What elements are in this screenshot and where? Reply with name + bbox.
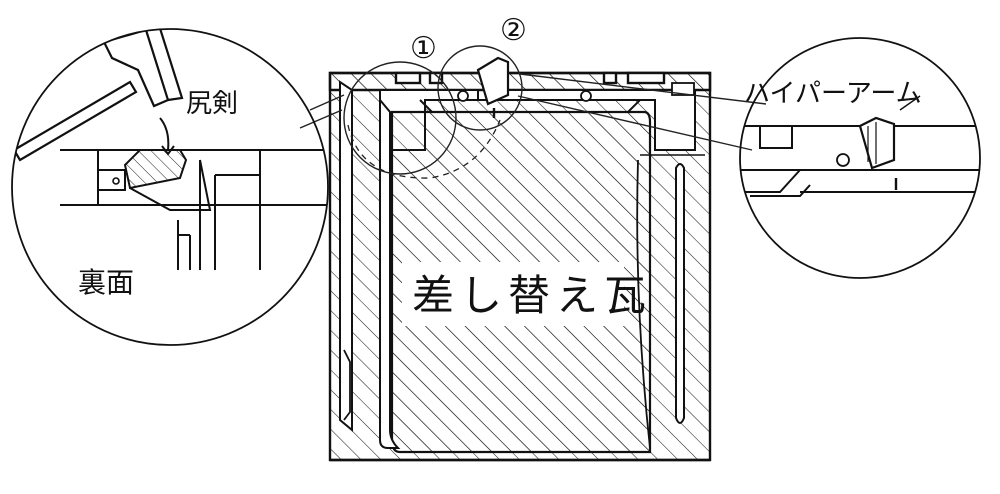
zoom-circle-2 — [437, 45, 523, 131]
left-detail-view — [11, 28, 329, 346]
hip-blade-label: 尻剣 — [186, 89, 238, 119]
right-detail-view — [739, 37, 981, 279]
replacement-tile-label: 差し替え瓦 — [412, 271, 652, 320]
step-number-2: ② — [500, 13, 527, 48]
main-tile — [328, 56, 712, 462]
back-side-label: 裏面 — [78, 266, 134, 299]
step-number-1: ① — [410, 31, 437, 66]
hyper-arm-part — [476, 56, 510, 106]
zoom-circle-1 — [343, 61, 457, 175]
hyper-arm-label: ハイパーアーム — [744, 79, 922, 109]
tile-label-backdrop — [402, 262, 624, 326]
hammer-icon — [12, 80, 138, 162]
leader-lines — [299, 73, 767, 151]
